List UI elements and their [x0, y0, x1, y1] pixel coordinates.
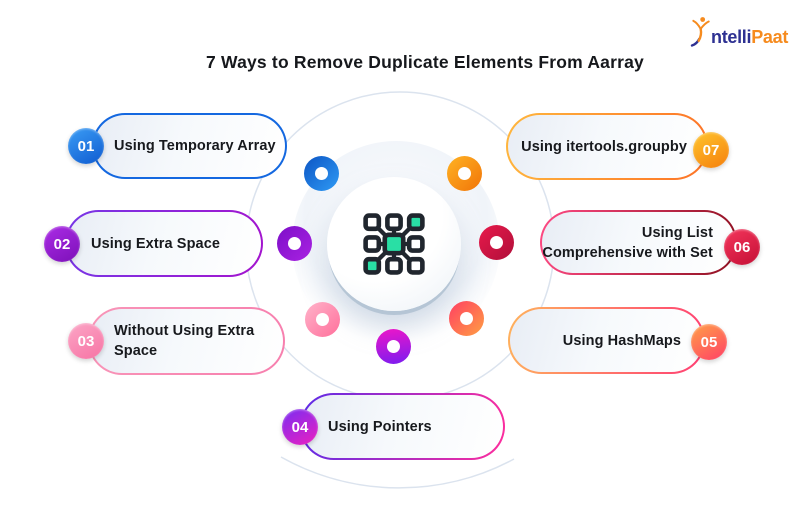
method-label: Using Pointers — [328, 418, 432, 435]
method-dot — [304, 156, 339, 191]
logo-text: ntelliPaat — [711, 28, 788, 46]
method-number-badge: 04 — [282, 409, 318, 445]
pill-body: Without Using Extra Space — [90, 309, 283, 373]
method-dot — [447, 156, 482, 191]
method-label: Using HashMaps — [562, 332, 681, 349]
i-person-figure-icon — [690, 17, 710, 47]
method-pill-05: Using HashMaps — [508, 307, 705, 374]
pill-body: Using itertools.groupby — [508, 115, 706, 178]
pill-body: Using Temporary Array — [94, 115, 285, 177]
method-dot — [376, 329, 411, 364]
method-number-badge: 03 — [68, 323, 104, 359]
method-number-badge: 06 — [724, 229, 760, 265]
method-dot — [479, 225, 514, 260]
method-label: Using List Comprehensive with Set — [542, 224, 713, 261]
page-title: 7 Ways to Remove Duplicate Elements From… — [206, 52, 644, 72]
method-pill-07: Using itertools.groupby — [506, 113, 708, 180]
method-pill-06: Using List Comprehensive with Set — [540, 210, 737, 275]
method-number-badge: 05 — [691, 324, 727, 360]
method-label: Without Using Extra Space — [114, 323, 255, 359]
pill-body: Using Pointers — [302, 395, 503, 458]
center-circle — [327, 177, 461, 311]
method-pill-04: Using Pointers — [300, 393, 505, 460]
method-label: Using Temporary Array — [114, 138, 276, 154]
method-dot — [277, 226, 312, 261]
pill-body: Using List Comprehensive with Set — [542, 212, 735, 273]
pill-body: Using HashMaps — [510, 309, 703, 372]
intellipaat-logo: ntelliPaat — [690, 16, 788, 47]
method-dot — [449, 301, 484, 336]
pill-body: Using Extra Space — [67, 212, 261, 275]
method-label: Using Extra Space — [91, 235, 221, 252]
method-pill-03: Without Using Extra Space — [88, 307, 285, 375]
logo-text-orange: Paat — [751, 27, 789, 47]
method-dot — [305, 302, 340, 337]
method-pill-01: Using Temporary Array — [92, 113, 287, 179]
method-pill-02: Using Extra Space — [65, 210, 263, 277]
method-number-badge: 02 — [44, 226, 80, 262]
method-number-badge: 01 — [68, 128, 104, 164]
method-label: Using itertools.groupby — [521, 138, 687, 155]
array-nodes-icon — [363, 213, 425, 275]
method-number-badge: 07 — [693, 132, 729, 168]
logo-text-blue: ntelli — [711, 27, 752, 47]
